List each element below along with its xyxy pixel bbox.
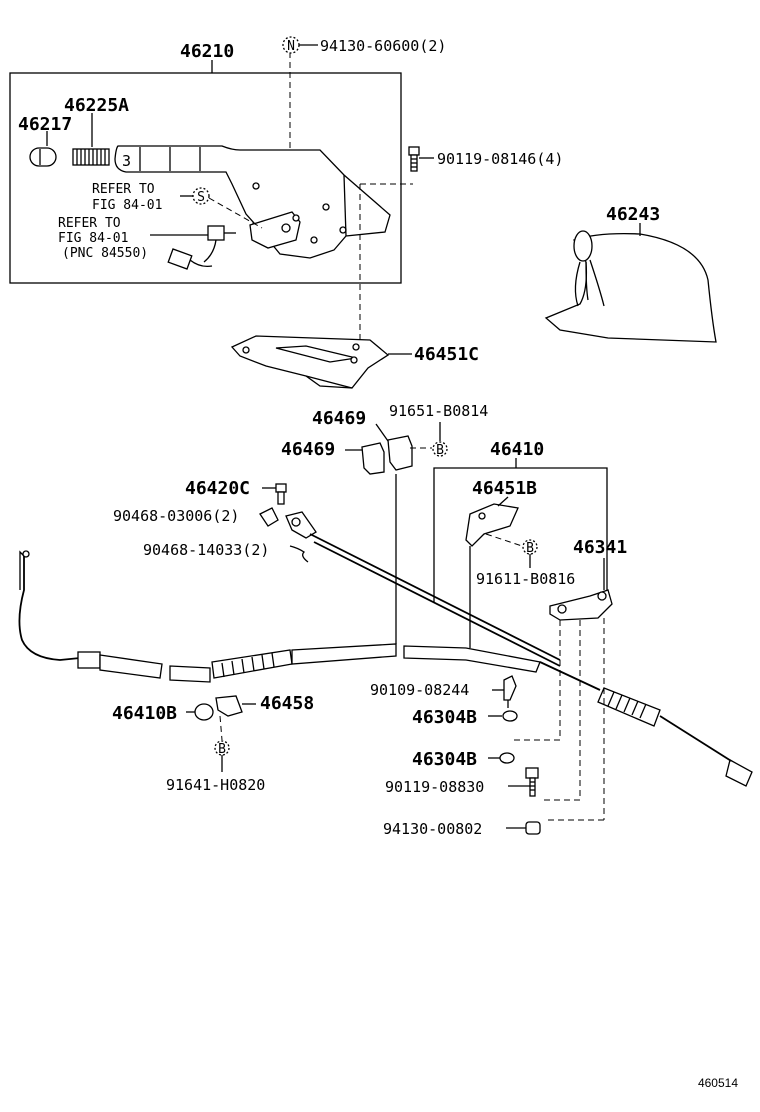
label-46469-a: 46469 <box>312 408 366 429</box>
label-46410: 46410 <box>490 439 544 460</box>
marker-b-3: B <box>218 742 226 757</box>
label-94130-00802: 94130-00802 <box>383 820 482 838</box>
label-fig-1: FIG 84-01 <box>92 198 162 213</box>
part-46341-equalizer <box>549 558 613 621</box>
part-46410B-grommet <box>186 703 214 721</box>
label-refer-to-1: REFER TO <box>92 182 155 197</box>
part-90119-08146-bolt <box>408 146 434 172</box>
label-90468-14033: 90468-14033(2) <box>143 541 269 559</box>
label-46469-b: 46469 <box>281 439 335 460</box>
label-46420C: 46420C <box>185 478 250 499</box>
document-id: 460514 <box>697 1076 738 1090</box>
label-46243: 46243 <box>606 204 660 225</box>
part-46304B-bushing-1 <box>488 710 518 722</box>
label-90119-08146: 90119-08146(4) <box>437 150 563 168</box>
label-46341: 46341 <box>573 537 627 558</box>
label-90109-08244: 90109-08244 <box>370 681 469 699</box>
label-46451C: 46451C <box>414 344 479 365</box>
part-90109-08244-bolt <box>492 675 517 708</box>
label-46210: 46210 <box>180 41 234 62</box>
marker-s: S <box>197 190 205 205</box>
label-46410B: 46410B <box>112 703 177 724</box>
label-fig-2: FIG 84-01 <box>58 231 128 246</box>
part-90119-08830-bolt <box>508 767 539 797</box>
marker-b-2: B <box>526 541 534 556</box>
label-46458: 46458 <box>260 693 314 714</box>
label-46451B: 46451B <box>472 478 537 499</box>
leader-s-dashed <box>208 197 263 229</box>
lever-assembly-box <box>9 72 402 284</box>
label-46225A: 46225A <box>64 95 129 116</box>
label-91641-H0820: 91641-H0820 <box>166 776 265 794</box>
part-46458-clamp: B <box>214 695 256 772</box>
label-91651-B0814: 91651-B0814 <box>389 402 488 420</box>
cable-group-46410 <box>433 458 608 603</box>
part-46451C-bracket <box>230 335 412 389</box>
part-46210-lever: 3 <box>114 145 391 259</box>
front-cable-yoke <box>285 511 317 539</box>
part-90468-14033-clip <box>289 545 309 563</box>
label-90468-03006: 90468-03006(2) <box>113 507 239 525</box>
ratchet-detail <box>249 211 301 249</box>
label-46304B-b: 46304B <box>412 749 477 770</box>
svg-text:3: 3 <box>122 152 131 170</box>
lever-assembly-group: 3 S <box>9 52 413 345</box>
cables <box>18 474 753 821</box>
part-46420C-pin <box>262 483 287 505</box>
marker-n: N <box>287 39 295 54</box>
label-46217: 46217 <box>18 114 72 135</box>
part-46225A-spring <box>72 148 110 166</box>
part-46243-boot <box>544 223 717 343</box>
brake-switch <box>167 225 236 270</box>
label-pnc: (PNC 84550) <box>62 246 148 261</box>
part-94130-00802-nut <box>506 821 541 835</box>
part-46469-clips: B <box>345 422 448 475</box>
part-46304B-bushing-2 <box>488 752 515 764</box>
label-91611-B0816: 91611-B0816 <box>476 570 575 588</box>
part-46451B-bracket: B <box>465 496 538 568</box>
part-46217-cap <box>29 147 57 167</box>
label-90119-08830: 90119-08830 <box>385 778 484 796</box>
label-refer-to-2: REFER TO <box>58 216 121 231</box>
label-94130-60600: 94130-60600(2) <box>320 37 446 55</box>
marker-b-1: B <box>436 443 444 458</box>
part-90468-03006-clip <box>259 507 279 527</box>
label-46304B-a: 46304B <box>412 707 477 728</box>
